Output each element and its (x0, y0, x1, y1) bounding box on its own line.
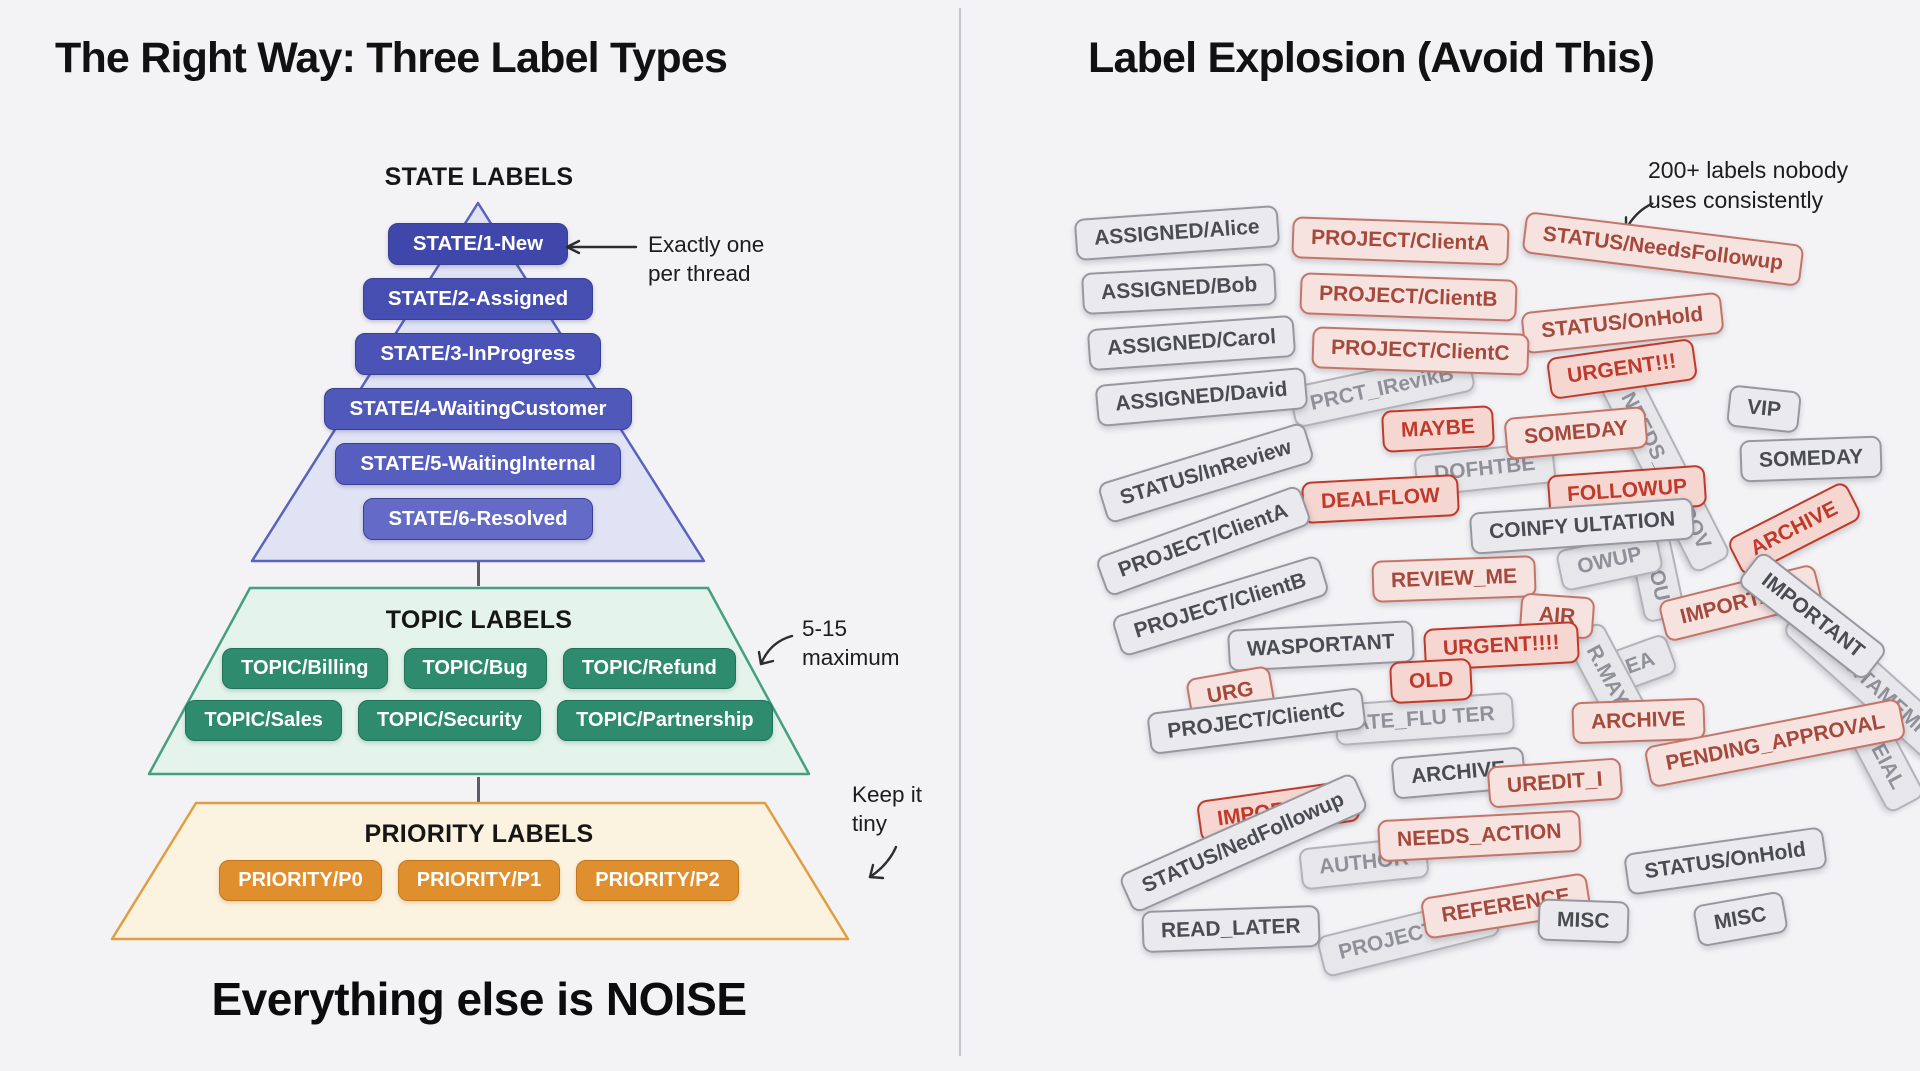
noise-footer: Everything else is NOISE (211, 973, 747, 1025)
connector-line (477, 561, 480, 586)
chaos-label: STATUS/OnHold (1623, 826, 1828, 896)
curved-arrow-icon (757, 634, 794, 666)
right-title: Label Explosion (Avoid This) (1088, 34, 1655, 82)
topic-label-pill: TOPIC/Bug (403, 648, 547, 689)
chaos-label: MISC (1537, 898, 1630, 944)
chaos-label: ASSIGNED/Carol (1086, 314, 1297, 372)
chaos-label: MAYBE (1380, 405, 1495, 453)
state-label-pill: STATE/3-InProgress (355, 333, 601, 375)
chaos-label: MISC (1692, 890, 1789, 948)
chaos-label: READ_LATER (1141, 904, 1321, 954)
chaos-label: WASPORTANT (1227, 620, 1415, 672)
priority-annotation-text: Keep it tiny (852, 782, 923, 837)
panel-divider (959, 8, 961, 1056)
priority-pill-row: PRIORITY/P0 PRIORITY/P1 PRIORITY/P2 (0, 860, 958, 901)
chaos-label: SOMEDAY (1503, 405, 1649, 461)
connector-line (477, 777, 480, 802)
chaos-label: NEEDS_ACTION (1377, 809, 1582, 863)
topic-label-pill: TOPIC/Security (357, 700, 542, 741)
priority-labels-heading: PRIORITY LABELS (364, 820, 594, 848)
chaos-label: PROJECT/ClientA (1291, 216, 1510, 266)
chaos-label: STATUS/NeedsFollowup (1521, 211, 1805, 287)
explosion-annotation-text: 200+ labels nobody uses consistently (1648, 157, 1849, 213)
chaos-label: ARCHIVE (1725, 480, 1863, 578)
chaos-label-pile: PRCT_IRevikBNEEDS_APPROVELLOUOWUPREAR.MA… (960, 0, 1920, 1071)
priority-label-pill: PRIORITY/P1 (397, 860, 561, 901)
topic-annotation: 5-15 maximum (752, 614, 917, 674)
priority-label-pill: PRIORITY/P2 (576, 860, 739, 901)
priority-label-pill: PRIORITY/P0 (219, 860, 382, 901)
topic-label-pill: TOPIC/Partnership (557, 700, 773, 741)
explosion-annotation: 200+ labels nobody uses consistently (1624, 156, 1888, 231)
chaos-label: STATUS/OnHold (1520, 291, 1725, 355)
priority-annotation: Keep it tiny (852, 780, 952, 894)
state-label-pill: STATE/4-WaitingCustomer (324, 388, 632, 430)
topic-label-pill: TOPIC/Billing (222, 648, 388, 689)
state-annotation: Exactly one per thread (560, 230, 788, 289)
chaos-label: DEALFLOW (1301, 473, 1460, 525)
chaos-label: ASSIGNED/David (1094, 366, 1309, 428)
chaos-label: ARCHIVE (1571, 697, 1706, 745)
state-labels-heading: STATE LABELS (384, 163, 574, 191)
state-label-pill: STATE/1-New (387, 223, 569, 265)
topic-annotation-text: 5-15 maximum (802, 616, 900, 671)
state-annotation-text: Exactly one per thread (648, 232, 765, 287)
chaos-label: STATUS/NedFollowup (1117, 771, 1369, 915)
chaos-label: OLD (1388, 657, 1474, 705)
chaos-label: REVIEW_ME (1371, 555, 1537, 603)
topic-pill-row-2: TOPIC/Sales TOPIC/Security TOPIC/Partnersh… (0, 700, 958, 741)
chaos-label: PROJECT/ClientB (1299, 272, 1518, 322)
chaos-label: PROJECT/ClientC (1311, 326, 1530, 376)
left-title: The Right Way: Three Label Types (55, 34, 728, 82)
right-way-panel: The Right Way: Three Label Types STATE L… (0, 0, 958, 1071)
curved-arrow-icon (868, 845, 898, 879)
arrow-left-icon (565, 239, 638, 255)
chaos-label: UREDIT_I (1486, 757, 1623, 809)
topic-label-pill: TOPIC/Refund (562, 648, 736, 689)
state-label-pill: STATE/2-Assigned (362, 278, 594, 320)
chaos-label: VIP (1726, 384, 1802, 434)
state-label-pill: STATE/6-Resolved (363, 498, 593, 540)
state-label-pill: STATE/5-WaitingInternal (335, 443, 621, 485)
topic-pill-row-1: TOPIC/Billing TOPIC/Bug TOPIC/Refund (0, 648, 958, 689)
topic-labels-heading: TOPIC LABELS (385, 606, 573, 634)
chaos-label: ASSIGNED/Bob (1081, 262, 1278, 316)
chaos-label: SOMEDAY (1739, 435, 1883, 483)
topic-label-pill: TOPIC/Sales (185, 700, 342, 741)
chaos-label: ASSIGNED/Alice (1073, 204, 1280, 262)
